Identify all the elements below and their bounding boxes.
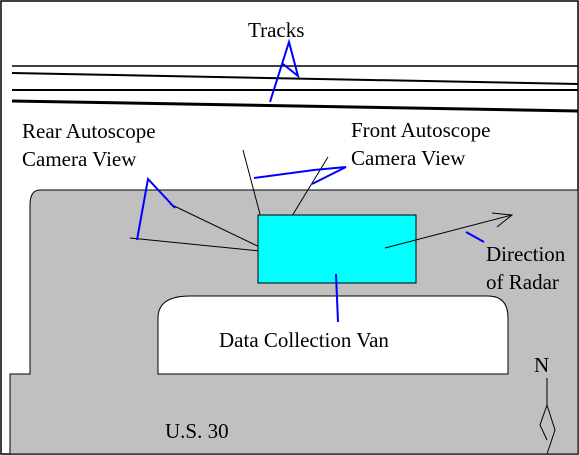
rear-camera-view: [129, 203, 271, 253]
north-arrow: [539, 378, 556, 455]
label-tracks: Tracks: [248, 18, 304, 42]
rear-camera-leader: [136, 176, 176, 241]
data-collection-van: [257, 214, 417, 284]
label-front-camera-line2: Camera View: [351, 146, 466, 170]
rear-view-ray-lower: [129, 237, 271, 253]
label-rear-camera-line2: Camera View: [22, 147, 137, 171]
tracks-leader: [269, 38, 300, 103]
track-line-4: [11, 99, 579, 113]
label-front-camera-line1: Front Autoscope: [351, 118, 490, 142]
label-rear-camera-line1: Rear Autoscope: [22, 119, 156, 143]
front-camera-leader: [253, 166, 347, 185]
track-line-2: [11, 72, 579, 85]
railroad-tracks: [11, 65, 579, 113]
label-direction-line2: of Radar: [486, 270, 559, 294]
label-direction-line1: Direction: [486, 242, 566, 266]
radar-direction-arrow: [384, 212, 514, 249]
label-leaders: [136, 38, 485, 323]
radar-direction-leader: [465, 231, 485, 243]
median-island: [157, 295, 509, 375]
van-leader: [335, 273, 339, 323]
label-van: Data Collection Van: [219, 328, 389, 352]
label-road: U.S. 30: [165, 419, 229, 443]
rear-view-ray-upper: [169, 203, 271, 253]
label-north: N: [534, 353, 549, 377]
